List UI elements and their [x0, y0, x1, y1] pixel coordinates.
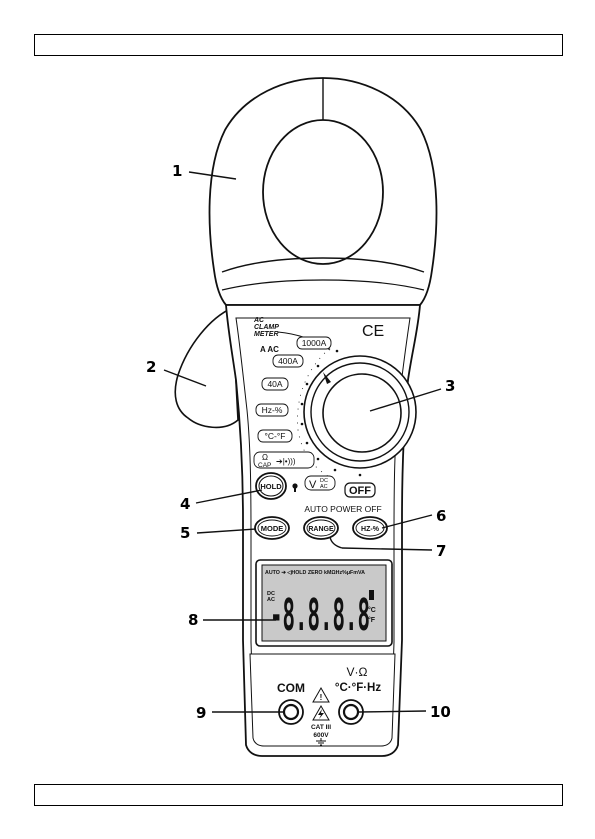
- range-1000a: 1000A: [302, 338, 327, 348]
- callout-5: 5: [180, 524, 190, 542]
- hold-button-label: HOLD: [260, 482, 282, 491]
- callout-9: 9: [196, 704, 206, 722]
- aac-label: A AC: [260, 345, 279, 354]
- v-ohm-label: V·Ω: [347, 665, 368, 679]
- diode-continuity-symbol: ➔|•))): [276, 457, 296, 466]
- type-label-line2: CLAMP: [254, 324, 279, 331]
- mode-button-label: MODE: [261, 524, 284, 533]
- volt-terminal-inner: [344, 705, 358, 719]
- volt-label: V: [309, 479, 317, 491]
- lcd-fahrenheit: °F: [368, 616, 376, 624]
- ce-mark: CE: [362, 323, 384, 340]
- jaw-opening: [263, 120, 383, 264]
- temp-hz-label: °C·°F·Hz: [335, 682, 381, 694]
- range-40a: 40A: [267, 379, 282, 389]
- battery-icon: [369, 590, 374, 600]
- lcd-annunciators: AUTO ➔ ◁HOLD ZERO kMΩHz%μFmVA: [265, 570, 365, 576]
- cat-rating: CAT III: [311, 724, 331, 731]
- type-label-line1: AC: [253, 317, 265, 324]
- range-400a: 400A: [278, 356, 298, 366]
- rotary-dial-knob: [323, 374, 401, 452]
- callout-7: 7: [436, 542, 446, 560]
- callout-10: 10: [430, 703, 451, 721]
- warning-mark: !: [320, 693, 323, 702]
- auto-power-off-label: AUTO POWER OFF: [304, 504, 381, 514]
- callout-line-10: [359, 711, 426, 712]
- off-label: OFF: [349, 485, 371, 497]
- com-label: COM: [277, 681, 305, 695]
- voltage-rating: 600V: [313, 732, 329, 739]
- range-hz: Hz-%: [262, 405, 283, 415]
- volt-ac-label: AC: [320, 484, 328, 490]
- callout-8: 8: [188, 611, 198, 629]
- com-terminal-inner: [284, 705, 298, 719]
- callout-2: 2: [146, 358, 156, 376]
- cap-label: CAP: [258, 462, 271, 469]
- type-label-line3: METER: [254, 331, 279, 338]
- lcd-digits: -8.8.8.8: [270, 590, 370, 641]
- hz-percent-button-label: HZ-%: [361, 526, 380, 533]
- lcd-celsius: °C: [368, 606, 376, 614]
- range-temp: °C-°F: [265, 431, 286, 441]
- callout-4: 4: [180, 495, 190, 513]
- callout-6: 6: [436, 507, 446, 525]
- callout-3: 3: [445, 377, 455, 395]
- range-button-label: RANGE: [308, 526, 334, 533]
- ohm-symbol: Ω: [262, 453, 268, 462]
- callout-1: 1: [172, 162, 182, 180]
